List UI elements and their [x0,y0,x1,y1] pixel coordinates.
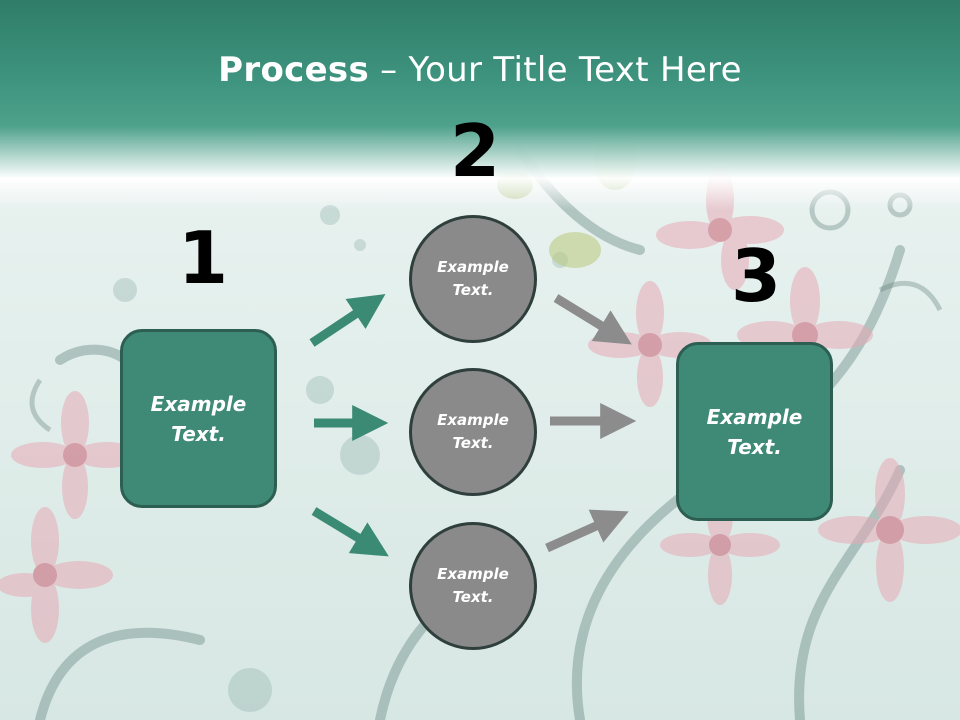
right-step-box: Example Text. [676,342,833,521]
step-number-3: 3 [731,234,782,318]
left-step-box: Example Text. [120,329,277,508]
circle-top-label: Example Text. [437,258,509,299]
left-step-label: Example Text. [150,391,247,446]
slide-title: Process – Your Title Text Here [0,50,960,90]
header-band: Process – Your Title Text Here [0,0,960,210]
title-rest: – Your Title Text Here [369,50,742,90]
arrow-left-to-top [309,294,386,347]
circle-bottom: Example Text. [409,522,537,650]
circle-middle: Example Text. [409,368,537,496]
arrow-top-to-right [553,294,632,345]
circle-middle-label: Example Text. [437,411,509,452]
arrow-bottom-to-right [545,509,629,553]
step-number-2: 2 [450,109,501,193]
title-bold: Process [218,50,370,90]
circle-bottom-label: Example Text. [437,565,509,606]
arrow-left-to-bottom [311,507,389,557]
circle-top: Example Text. [409,215,537,343]
right-step-label: Example Text. [706,404,803,459]
step-number-1: 1 [178,216,229,300]
